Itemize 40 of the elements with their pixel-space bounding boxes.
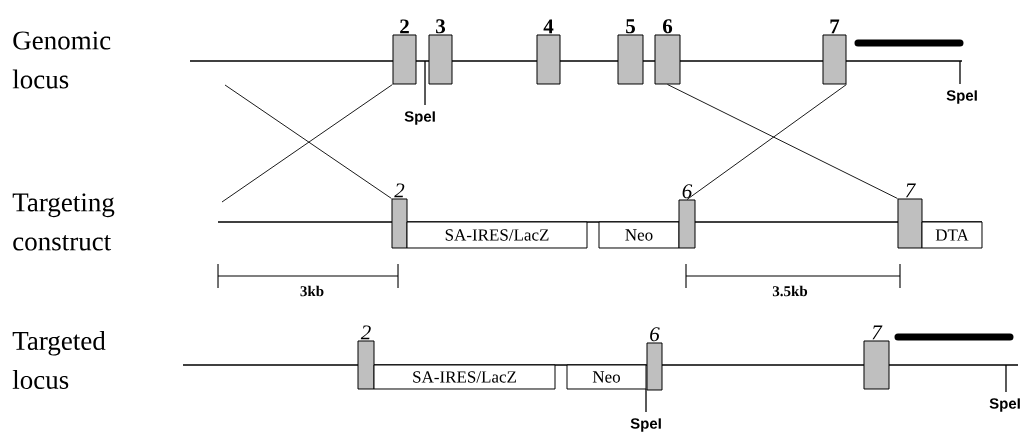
exon-box: 4 xyxy=(536,19,561,85)
node-label: 7 xyxy=(905,183,916,198)
row-label: Targeted locus xyxy=(12,331,106,389)
exon-box: 7 xyxy=(863,325,890,390)
crossover-line xyxy=(667,84,898,199)
cassette-box: DTA xyxy=(921,221,983,249)
node-label: 2 xyxy=(400,19,409,34)
cassette-box: SA-IRES/LacZ xyxy=(406,221,588,249)
node-label: 6 xyxy=(650,327,660,342)
site-label: SpeI xyxy=(630,418,661,432)
node-label: 7 xyxy=(872,325,883,340)
exon-box: 6 xyxy=(646,327,663,391)
exon-box: 7 xyxy=(897,183,923,249)
node-label: 4 xyxy=(543,19,554,34)
exon-box: 2 xyxy=(357,325,375,390)
exon-box: 5 xyxy=(617,19,644,85)
node-label: 3 xyxy=(436,19,446,34)
crossover-line xyxy=(686,84,847,200)
size-label: 3kb xyxy=(300,285,324,297)
cassette-box: SA-IRES/LacZ xyxy=(373,364,556,390)
exon-box: 3 xyxy=(428,19,453,85)
exon-box: 2 xyxy=(392,19,417,85)
cassette-box: Neo xyxy=(566,364,647,390)
node-label: 2 xyxy=(394,183,405,198)
row-label: Targeting construct xyxy=(12,193,115,251)
node-label: 5 xyxy=(626,19,635,34)
site-label: SpeI xyxy=(946,90,977,104)
node-label: 6 xyxy=(682,184,693,199)
exon-box: 2 xyxy=(391,183,408,249)
site-label: SpeI xyxy=(989,398,1020,412)
cassette-box: Neo xyxy=(598,221,680,249)
exon-box: 6 xyxy=(678,184,696,249)
exon-box: 7 xyxy=(822,19,847,85)
node-label: 2 xyxy=(360,325,371,340)
exon-box: 6 xyxy=(654,19,681,85)
node-label: 7 xyxy=(830,19,840,34)
size-label: 3.5kb xyxy=(772,285,808,297)
site-label: SpeI xyxy=(404,111,435,125)
node-label: 6 xyxy=(662,19,673,34)
row-label: Genomic locus xyxy=(12,31,111,89)
